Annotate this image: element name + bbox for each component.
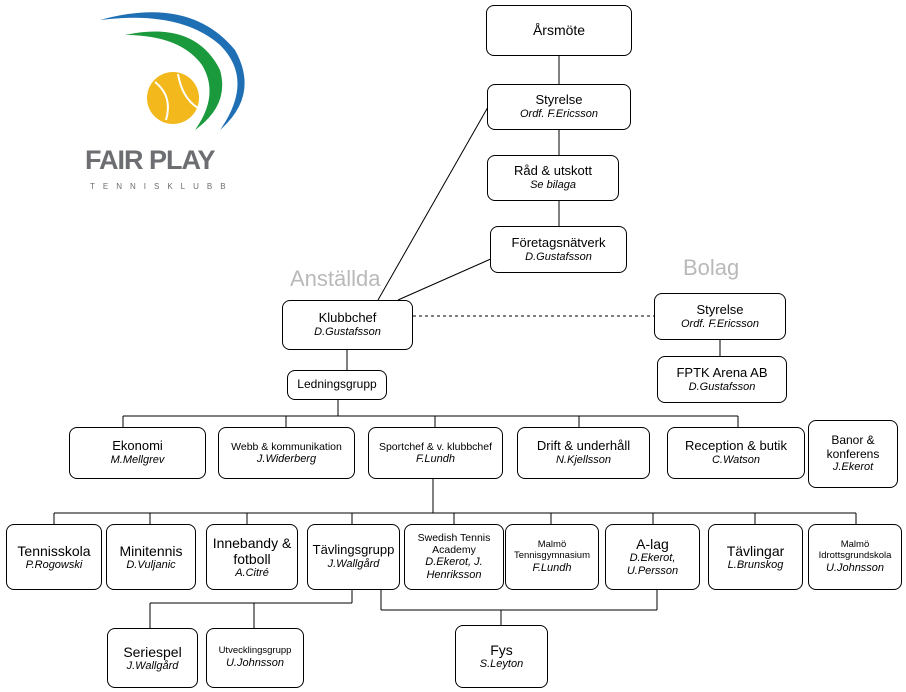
connector-line xyxy=(377,106,489,301)
node-title: Styrelse xyxy=(696,301,744,317)
node-drift: Drift & underhåll N.Kjellsson xyxy=(517,427,650,479)
node-person: D.Gustafsson xyxy=(525,250,592,263)
node-title: Innebandy & fotboll xyxy=(212,534,292,567)
node-title: Seriespel xyxy=(123,643,182,660)
node-person: Ordf. F.Ericsson xyxy=(519,108,599,121)
node-person: J.Ekerot xyxy=(832,461,874,474)
node-tennisskola: Tennisskola P.Rogowski xyxy=(6,524,102,590)
node-reception: Reception & butik C.Watson xyxy=(667,427,805,479)
node-person: D.Vuljanic xyxy=(126,558,176,571)
node-person: N.Kjellsson xyxy=(555,454,612,467)
node-title: Malmö Tennisgymnasium xyxy=(513,538,591,561)
node-tennisgymnasium: Malmö Tennisgymnasium F.Lundh xyxy=(505,524,599,590)
node-title: Reception & butik xyxy=(685,438,787,454)
node-person: A.Citré xyxy=(235,566,269,579)
node-ekonomi: Ekonomi M.Mellgrev xyxy=(69,427,206,479)
node-title: Drift & underhåll xyxy=(536,438,631,454)
node-utvecklingsgrupp: Utvecklingsgrupp U.Johnsson xyxy=(206,628,304,688)
logo-sub-text: TENNISKLUBB xyxy=(90,182,234,191)
logo-brand-text: FAIR PLAY xyxy=(85,145,216,175)
node-arsmote: Årsmöte xyxy=(486,5,632,56)
node-seriespel: Seriespel J.Wallgård xyxy=(107,628,198,688)
node-person: P.Rogowski xyxy=(25,558,83,571)
node-fptk-arena: FPTK Arena AB D.Gustafsson xyxy=(657,356,787,403)
node-person: J.Widerberg xyxy=(256,452,317,465)
node-person: M.Mellgrev xyxy=(110,454,165,467)
node-person: F.Lundh xyxy=(532,561,572,574)
node-title: Fys xyxy=(490,642,513,659)
node-title: Banor & konferens xyxy=(826,432,880,461)
node-title: Webb & kommunikation xyxy=(231,440,342,453)
node-person: D.Ekerot, J. Henriksson xyxy=(425,556,483,582)
node-webb: Webb & kommunikation J.Widerberg xyxy=(218,427,355,479)
node-styrelse: Styrelse Ordf. F.Ericsson xyxy=(487,84,631,130)
node-idrottsgrundskola: Malmö Idrottsgrundskola U.Johnsson xyxy=(808,524,902,590)
node-ledningsgrupp: Ledningsgrupp xyxy=(287,370,387,400)
node-fys: Fys S.Leyton xyxy=(455,625,548,688)
node-title: Ekonomi xyxy=(112,438,163,454)
node-banor-konferens: Banor & konferens J.Ekerot xyxy=(808,420,898,488)
node-person: D.Ekerot, U.Persson xyxy=(626,552,679,578)
node-title: FPTK Arena AB xyxy=(676,364,768,380)
logo-swoosh-icon xyxy=(100,12,245,131)
node-foretagsnatverk: Företagsnätverk D.Gustafsson xyxy=(490,226,627,273)
node-person: J.Wallgård xyxy=(327,558,380,571)
fair-play-logo: FAIR PLAY TENNISKLUBB xyxy=(70,0,270,200)
node-person: J.Wallgård xyxy=(126,659,179,672)
node-title: Råd & utskott xyxy=(513,163,593,179)
node-title: Ledningsgrupp xyxy=(297,377,377,392)
node-person: C.Watson xyxy=(711,454,761,467)
node-title: Minitennis xyxy=(119,542,183,559)
node-sportchef: Sportchef & v. klubbchef F.Lundh xyxy=(368,427,503,479)
node-title: A-lag xyxy=(636,536,669,553)
node-swedish-tennis-academy: Swedish Tennis Academy D.Ekerot, J. Henr… xyxy=(404,524,504,590)
node-person: L.Brunskog xyxy=(727,558,784,571)
node-person: Se bilaga xyxy=(530,179,576,192)
node-person: D.Gustafsson xyxy=(314,326,381,339)
node-rad-utskott: Råd & utskott Se bilaga xyxy=(487,155,619,201)
node-bolag-styrelse: Styrelse Ordf. F.Ericsson xyxy=(654,293,786,340)
node-tavlingar: Tävlingar L.Brunskog xyxy=(708,524,803,590)
node-title: Klubbchef xyxy=(318,310,377,326)
node-title: Malmö Idrottsgrundskola xyxy=(818,538,892,561)
node-person: D.Gustafsson xyxy=(688,380,756,393)
connector-line xyxy=(397,257,494,301)
node-title: Utvecklingsgrupp xyxy=(218,645,292,657)
node-title: Styrelse xyxy=(535,92,583,108)
node-title: Tävlingsgrupp xyxy=(312,542,395,558)
node-title: Årsmöte xyxy=(532,22,586,39)
node-person: U.Johnsson xyxy=(225,657,285,670)
node-person: S.Leyton xyxy=(479,658,524,671)
section-label-company: Bolag xyxy=(683,255,740,280)
node-title: Sportchef & v. klubbchef xyxy=(378,440,493,453)
node-person: U.Johnsson xyxy=(825,561,885,574)
node-klubbchef: Klubbchef D.Gustafsson xyxy=(282,300,413,350)
node-title: Swedish Tennis Academy xyxy=(417,532,491,557)
node-minitennis: Minitennis D.Vuljanic xyxy=(106,524,196,590)
node-a-lag: A-lag D.Ekerot, U.Persson xyxy=(605,524,700,590)
node-title: Företagsnätverk xyxy=(511,234,606,250)
node-title: Tennisskola xyxy=(17,542,91,559)
node-innebandy: Innebandy & fotboll A.Citré xyxy=(206,524,298,590)
node-title: Tävlingar xyxy=(726,542,785,559)
node-person: Ordf. F.Ericsson xyxy=(680,317,760,330)
node-person: F.Lundh xyxy=(416,452,455,465)
section-label-staff: Anställda xyxy=(290,266,381,291)
node-tavlingsgrupp: Tävlingsgrupp J.Wallgård xyxy=(307,524,400,590)
